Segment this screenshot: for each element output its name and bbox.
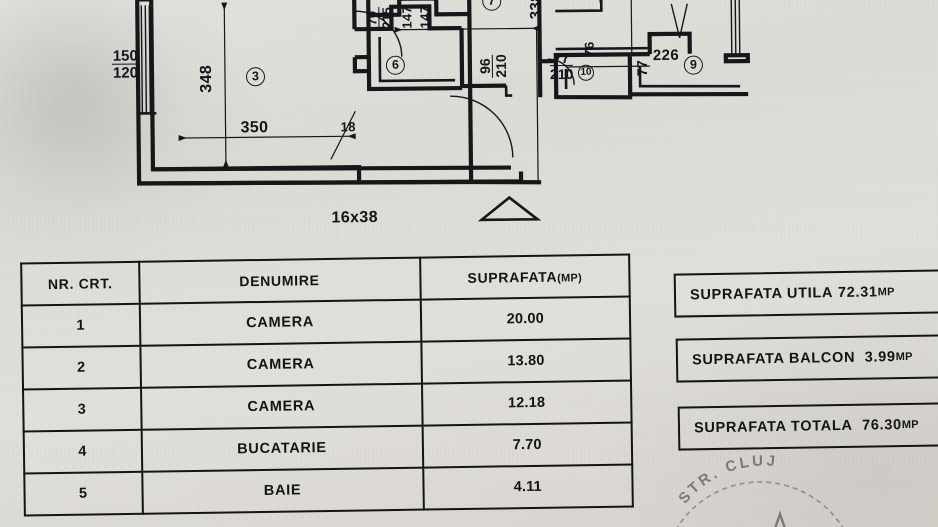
official-stamp: STR. CLUJ EZE <box>675 452 844 527</box>
header-suprafata: SUPRAFATA(MP) <box>419 254 630 300</box>
summary-unit: MP <box>877 286 895 299</box>
north-triangle-marker <box>477 195 542 222</box>
dim-77-vert: 77 <box>633 59 651 77</box>
summary-unit: MP <box>895 350 913 364</box>
cell-denumire: BAIE <box>141 467 424 514</box>
dim-338: 338 <box>527 0 545 20</box>
floor-plan-svg <box>135 0 750 222</box>
header-nr-crt: NR. CRT. <box>21 261 140 306</box>
room-marker-6: 6 <box>385 55 405 75</box>
room-marker-3: 3 <box>245 67 266 87</box>
door-fraction-96-210: 96 210 <box>476 54 510 78</box>
svg-text:STR. CLUJ: STR. CLUJ <box>675 452 778 507</box>
cell-suprafata: 12.18 <box>421 380 632 426</box>
header-denumire: DENUMIRE <box>138 257 421 304</box>
summary-label: SUPRAFATA BALCON <box>691 349 856 369</box>
stamp-arc-text: STR. CLUJ <box>675 452 775 507</box>
room-schedule-table: NR. CRT. DENUMIRE SUPRAFATA(MP) 1 CAMERA… <box>20 253 634 516</box>
cell-nr: 1 <box>21 303 140 348</box>
table-row: 5 BAIE 4.11 <box>24 464 633 516</box>
cell-nr: 5 <box>24 471 143 516</box>
summary-value: 76.30 <box>861 417 902 434</box>
door-fraction-77-210-b: 77 210 <box>549 49 574 83</box>
dim-76: 76 <box>581 41 597 57</box>
cell-suprafata: 7.70 <box>422 422 633 468</box>
dim-226: 226 <box>652 46 680 65</box>
summary-value: 72.31 <box>837 284 878 302</box>
dim-18: 18 <box>340 119 356 135</box>
cell-nr: 4 <box>23 429 142 474</box>
cell-denumire: CAMERA <box>140 383 423 430</box>
door-fraction-70-215: 70 215 <box>364 7 395 30</box>
summary-label: SUPRAFATA UTILA <box>689 285 834 304</box>
room-marker-10: 10 <box>577 64 595 81</box>
summary-value: 3.99 <box>864 349 896 366</box>
dim-147-a: 147 <box>399 5 415 29</box>
dim-350: 350 <box>240 119 269 137</box>
dim-147-b: 147 <box>417 5 433 29</box>
cell-nr: 2 <box>22 345 141 390</box>
dim-348: 348 <box>197 64 216 93</box>
cell-denumire: CAMERA <box>139 299 421 346</box>
cell-nr: 3 <box>23 387 142 432</box>
dim-window-150-120: 150 120 <box>111 47 139 83</box>
summary-unit: MP <box>901 418 919 432</box>
cell-suprafata: 20.00 <box>420 296 631 342</box>
cell-suprafata: 4.11 <box>422 464 633 510</box>
cell-suprafata: 13.80 <box>420 338 631 384</box>
floor-plan-drawing: 150 120 348 3 350 18 210 8 290 70 215 48… <box>0 0 938 245</box>
cell-denumire: BUCATARIE <box>141 425 423 472</box>
cell-denumire: CAMERA <box>139 341 422 388</box>
room-marker-9: 9 <box>683 55 704 75</box>
dim-pillar-16x38: 16x38 <box>331 208 379 227</box>
summary-label: SUPRAFATA TOTALA <box>693 417 853 437</box>
